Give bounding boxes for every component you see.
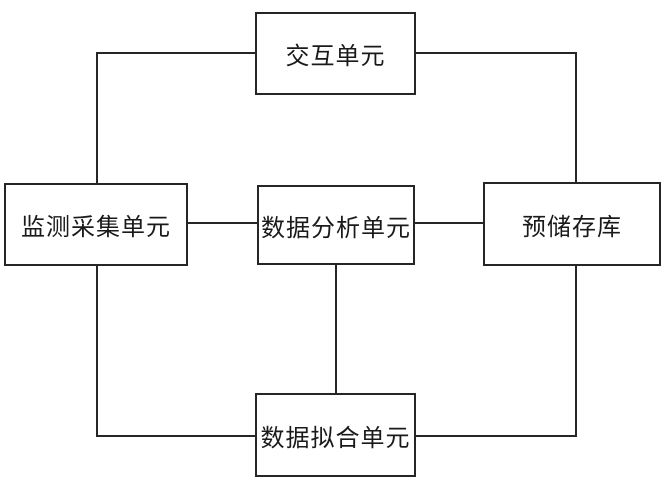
node-pre-storage-repository: 预储存库 (483, 182, 661, 266)
node-data-analysis-unit: 数据分析单元 (257, 185, 415, 265)
connector-interaction-to-storage-horizontal (415, 52, 576, 54)
connector-analysis-to-storage (414, 222, 484, 224)
connector-monitoring-to-interaction-vertical (96, 52, 98, 183)
node-data-fitting-unit: 数据拟合单元 (255, 393, 416, 477)
node-data-analysis-unit-label: 数据分析单元 (261, 214, 411, 242)
connector-analysis-to-fitting (335, 264, 337, 394)
connector-monitoring-to-fitting-vertical (96, 265, 98, 437)
connector-monitoring-to-fitting-horizontal (96, 435, 256, 437)
node-interaction-unit: 交互单元 (255, 12, 416, 95)
connector-monitoring-to-analysis (187, 222, 258, 224)
connector-storage-to-fitting-vertical (575, 265, 577, 437)
node-monitoring-collection-unit-label: 监测采集单元 (21, 214, 171, 241)
node-pre-storage-repository-label: 预储存库 (522, 213, 622, 241)
connector-storage-to-fitting-horizontal (415, 435, 576, 437)
connector-monitoring-to-interaction-horizontal (96, 52, 256, 54)
connector-interaction-to-storage-vertical (575, 52, 577, 182)
node-data-fitting-unit-label: 数据拟合单元 (260, 424, 411, 452)
node-interaction-unit-label: 交互单元 (285, 43, 386, 70)
node-monitoring-collection-unit: 监测采集单元 (4, 183, 188, 266)
